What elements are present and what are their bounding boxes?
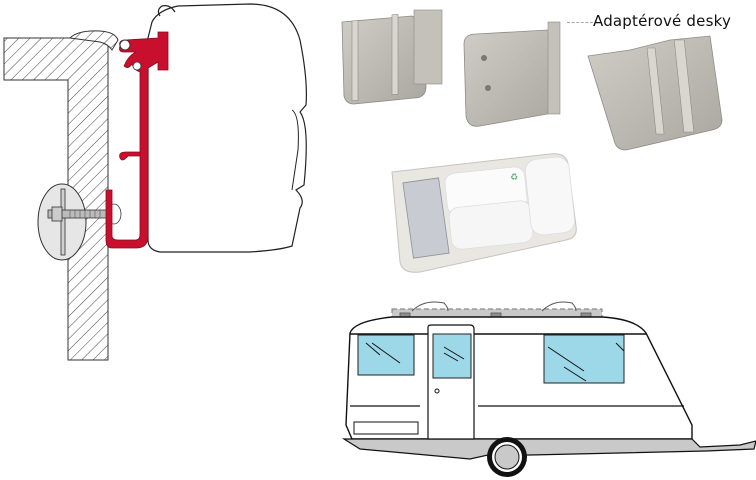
plate-left — [341, 9, 443, 105]
window-front — [357, 334, 415, 376]
red-adapter-bracket — [105, 31, 169, 249]
wheel — [487, 437, 527, 477]
awning-housing — [147, 3, 307, 253]
hardware-bag-photo: ♻ — [391, 153, 577, 273]
plate-right — [587, 35, 723, 151]
metal-brackets — [402, 177, 450, 259]
adapter-plates-label: Adaptérové desky — [593, 12, 732, 30]
plate-middle — [463, 21, 561, 127]
adapter-plates-photo — [341, 9, 723, 151]
door-handle — [434, 388, 440, 394]
cross-section-diagram — [3, 3, 307, 361]
window-door — [432, 333, 472, 379]
storage-hatch — [353, 421, 419, 435]
label-leader-line — [567, 22, 593, 23]
spacer-blocks — [444, 156, 576, 250]
svg-text:♻: ♻ — [510, 173, 518, 183]
window-rear — [543, 334, 625, 384]
caravan-side-view — [341, 301, 756, 477]
